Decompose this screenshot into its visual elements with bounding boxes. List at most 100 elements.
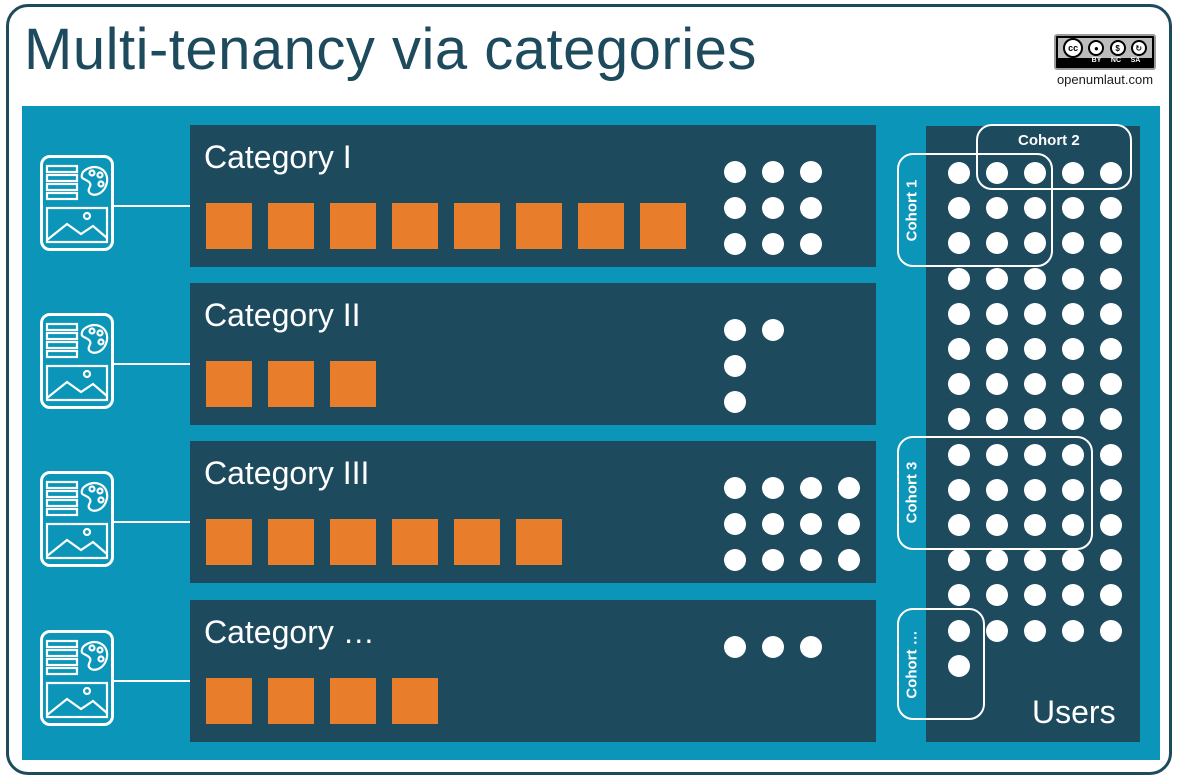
user-dot [762, 477, 784, 499]
list-icon [45, 480, 79, 490]
list-line [45, 507, 79, 517]
content-card-svg [45, 639, 109, 719]
user-dot [1062, 408, 1084, 431]
user-dot [948, 654, 970, 677]
user-dot [724, 161, 746, 183]
palette-dot [88, 485, 96, 493]
user-dot [800, 636, 822, 658]
content-item [516, 519, 562, 565]
cc-label-by: BY [1091, 57, 1102, 64]
user-dot [838, 549, 860, 571]
content-item [268, 678, 314, 724]
user-dot [1062, 162, 1084, 184]
user-dot [1024, 373, 1046, 396]
category-label: Category III [204, 455, 370, 491]
user-dot [948, 549, 970, 572]
cohort-label: Cohort … [903, 630, 921, 699]
user-dot [838, 477, 860, 499]
palette-dot [88, 644, 96, 652]
category-panel: Category … [190, 600, 876, 742]
user-dot [724, 355, 746, 377]
noncommercial-icon: $ [1109, 40, 1126, 56]
user-dot [800, 477, 822, 499]
user-dot [986, 549, 1008, 572]
user-dot [948, 514, 970, 536]
user-dot [1024, 584, 1046, 607]
cohort-box [897, 153, 1053, 267]
user-dot [724, 513, 746, 535]
user-dot [1100, 549, 1122, 572]
user-dot [986, 584, 1008, 607]
content-item [330, 361, 376, 407]
content-item [454, 519, 500, 565]
cc-badge-labels: BY NC SA [1082, 57, 1150, 67]
user-dot [762, 636, 784, 658]
user-dot [948, 338, 970, 360]
user-dot [724, 549, 746, 571]
content-item [206, 203, 252, 249]
cohort-label: Cohort 1 [903, 179, 921, 242]
image-mountain [46, 538, 108, 557]
list-line [45, 657, 79, 667]
content-card-svg [45, 164, 109, 244]
user-dot [948, 232, 970, 255]
sharealike-icon: ↻ [1130, 40, 1147, 56]
list-line [45, 498, 79, 508]
connector-line [114, 680, 190, 682]
content-item [578, 203, 624, 249]
user-dot [1100, 302, 1122, 325]
user-dot [1062, 232, 1084, 255]
cohort-box [976, 124, 1132, 190]
user-dot [1062, 584, 1084, 607]
user-dot [724, 391, 746, 413]
user-dot [986, 232, 1008, 255]
palette-icon [80, 481, 109, 512]
content-card-icon [40, 155, 114, 251]
user-dot [1024, 443, 1046, 466]
user-dot [986, 373, 1008, 396]
content-card-icon [40, 471, 114, 567]
user-dot [1100, 232, 1122, 255]
content-item [268, 203, 314, 249]
image-icon [45, 522, 109, 560]
list-icon [45, 639, 79, 649]
cohort-label: Cohort 3 [903, 461, 921, 524]
list-line [45, 666, 79, 676]
user-dot [1062, 338, 1084, 360]
list-line [45, 182, 79, 192]
content-item [392, 678, 438, 724]
connector-line [114, 363, 190, 365]
user-dot [762, 233, 784, 255]
user-dot [1062, 478, 1084, 501]
image-mountain [46, 222, 108, 241]
palette-dot [96, 646, 104, 654]
user-dot [800, 233, 822, 255]
user-dot [724, 197, 746, 219]
content-item [206, 361, 252, 407]
user-dot [1062, 267, 1084, 290]
cohort-box [897, 608, 985, 720]
user-dot [1024, 197, 1046, 220]
user-dot [1062, 549, 1084, 572]
content-item [454, 203, 500, 249]
user-dot [948, 584, 970, 607]
content-item [516, 203, 562, 249]
category-panel: Category III [190, 441, 876, 583]
user-dot [948, 197, 970, 220]
image-sun [82, 686, 92, 696]
user-dot [762, 319, 784, 341]
user-dot [986, 267, 1008, 290]
user-dot [1062, 514, 1084, 536]
image-icon [45, 364, 109, 402]
list-line [45, 349, 79, 359]
user-dot [948, 267, 970, 290]
content-card-icon [40, 630, 114, 726]
user-dot [800, 513, 822, 535]
user-dot [1062, 373, 1084, 396]
content-item [206, 678, 252, 724]
user-dot [724, 233, 746, 255]
user-dot [1100, 267, 1122, 290]
content-item [268, 519, 314, 565]
user-dot [724, 636, 746, 658]
palette-dot [97, 338, 105, 346]
